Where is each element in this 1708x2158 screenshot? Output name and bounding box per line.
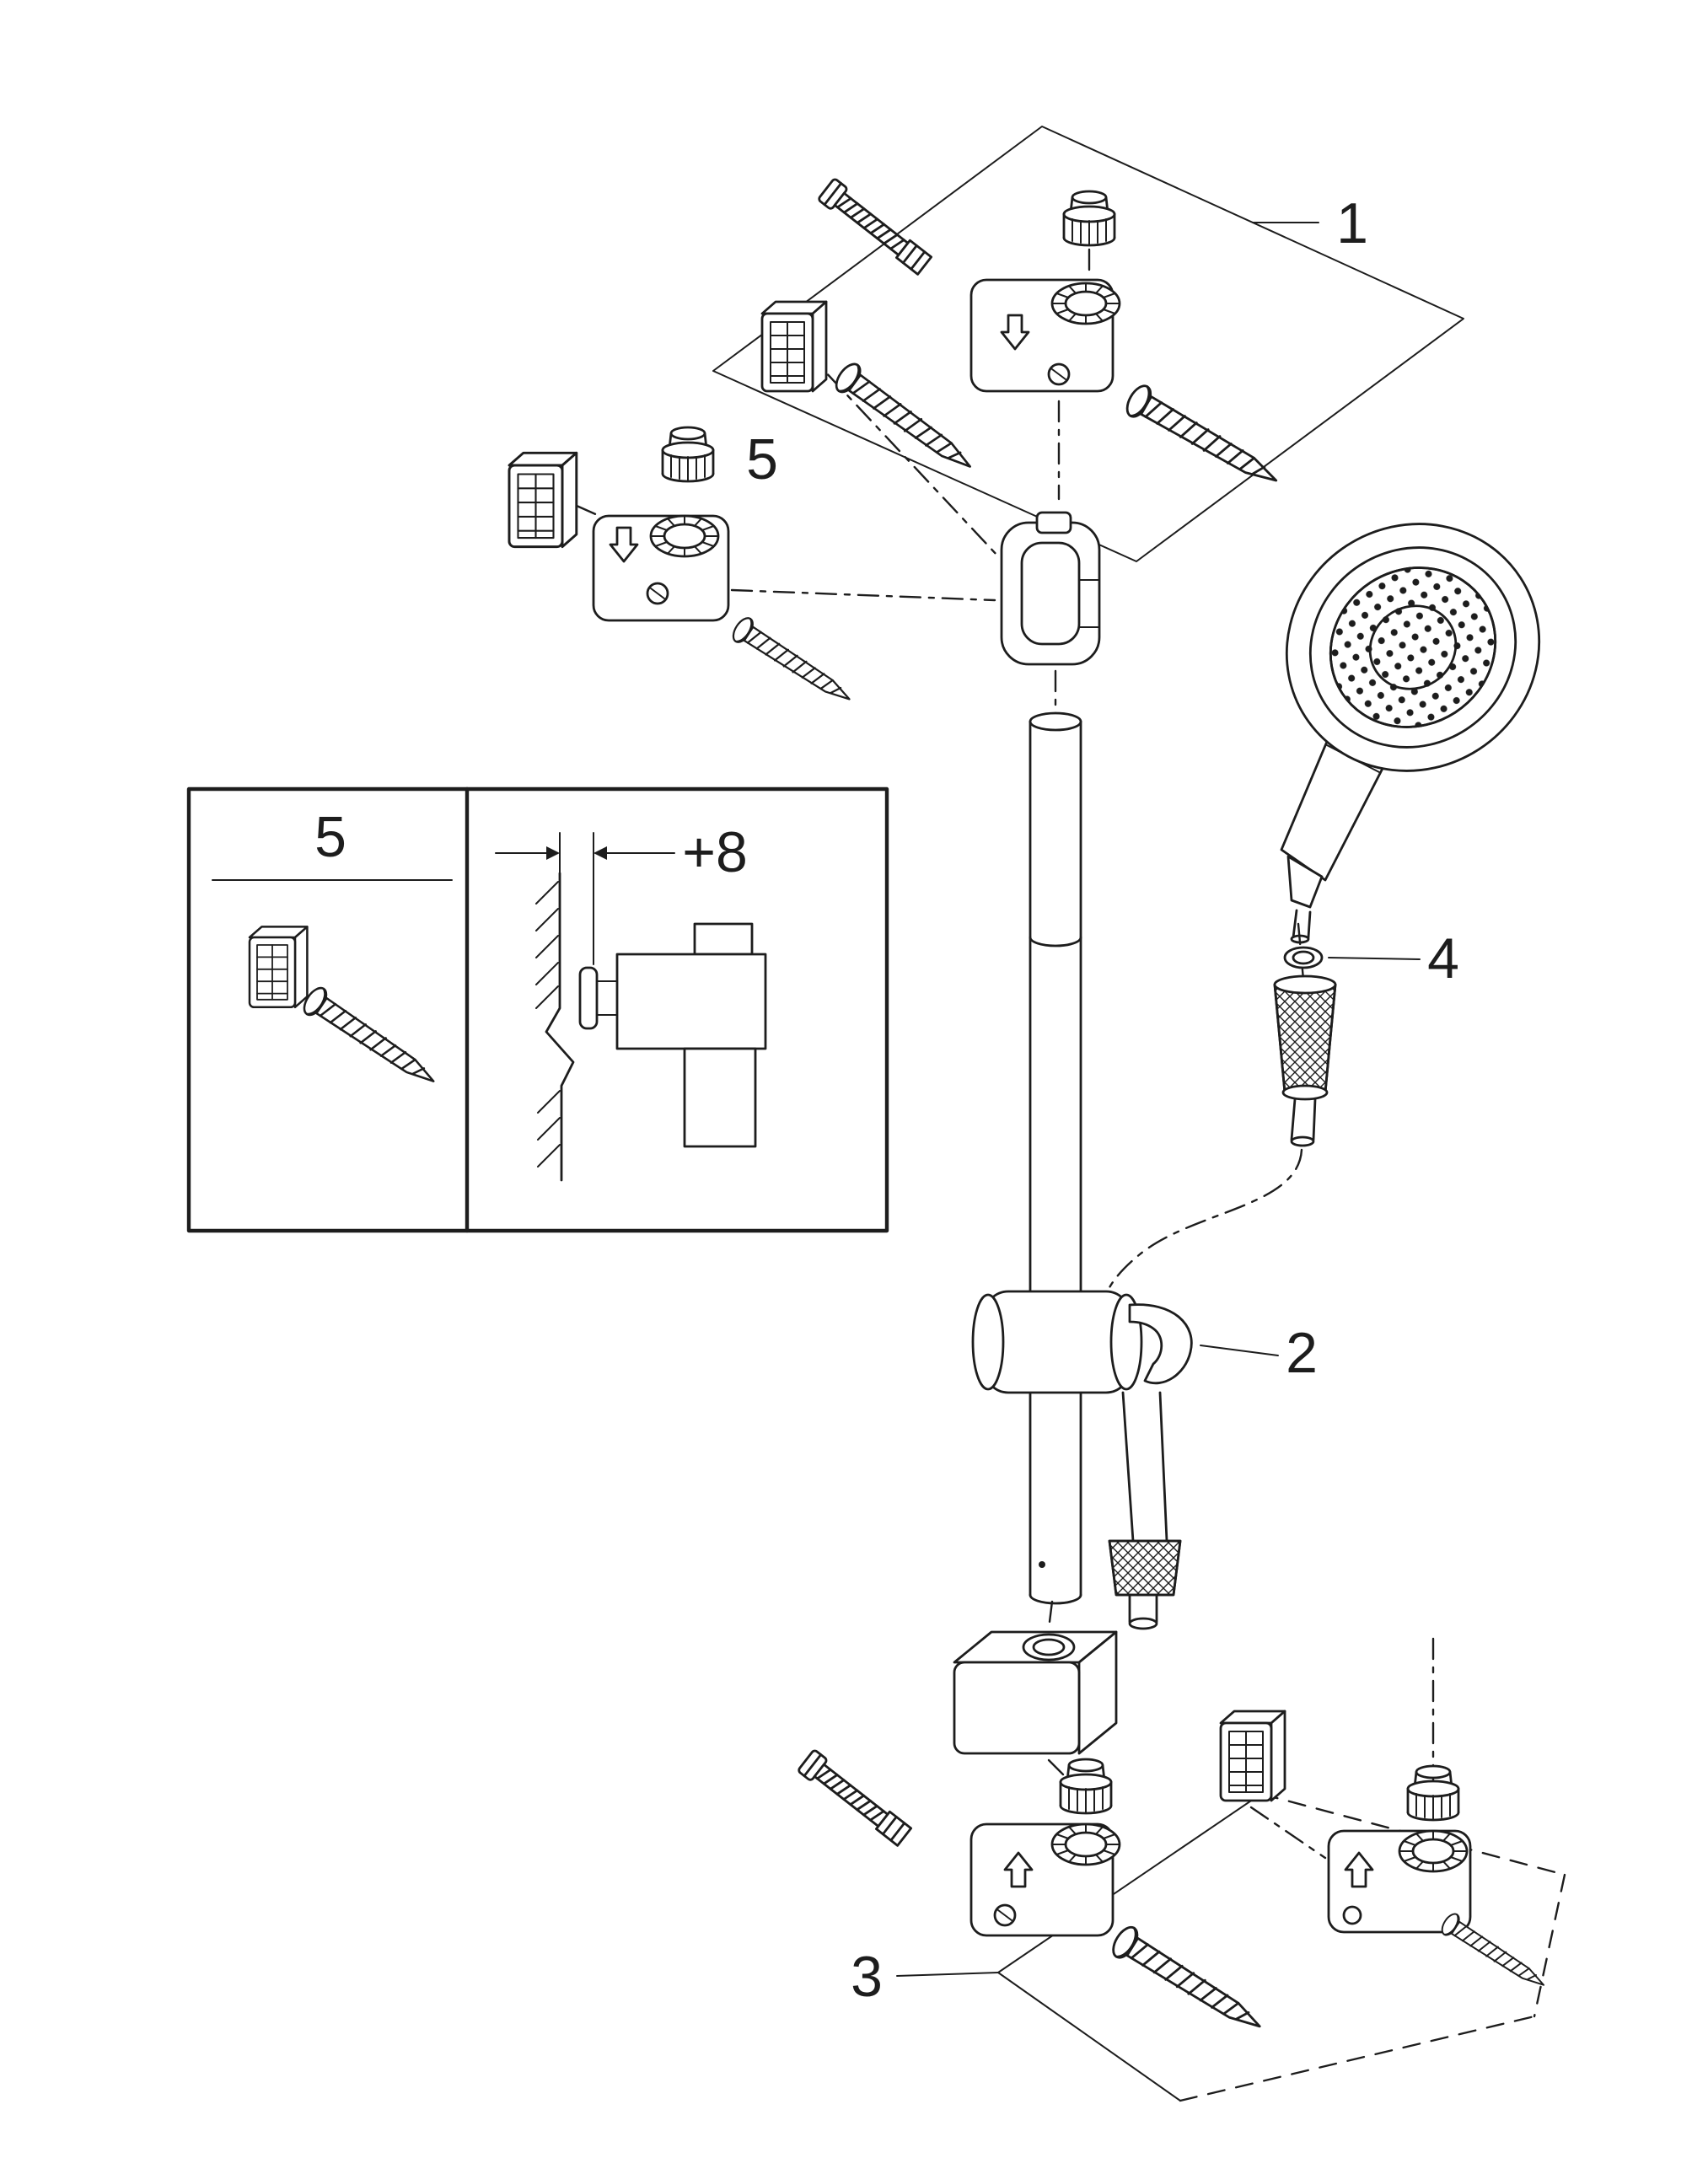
left-bracket-assembly	[508, 426, 996, 711]
upper-bracket-assembly	[816, 176, 1286, 501]
glider-holder	[971, 1290, 1279, 1394]
detail-inset	[186, 786, 889, 1233]
bottom-mounting-plane	[896, 1792, 1566, 2102]
mounting-screw	[1121, 380, 1286, 497]
rail-top-holder	[1000, 511, 1101, 717]
hose-connector	[1102, 974, 1337, 1334]
bracket-cap	[1059, 1758, 1113, 1815]
shower-hose	[1108, 1391, 1182, 1630]
inset-dimension-label: +8	[682, 820, 748, 884]
lower-bracket-assembly	[796, 1747, 1270, 2043]
machine-screw	[796, 1747, 914, 1849]
wall-plug	[248, 926, 309, 1009]
hand-shower	[1280, 523, 1541, 944]
upper-wall-plug-set	[760, 300, 1000, 558]
slide-rail	[1029, 711, 1082, 1605]
top-mounting-plane	[712, 126, 1464, 562]
wall-plug	[508, 451, 578, 549]
bracket-cap	[661, 426, 715, 483]
inset-panel-label: 5	[314, 805, 346, 869]
machine-screw	[816, 176, 934, 278]
callout-5-label: 5	[746, 427, 778, 491]
bracket-socket	[1398, 1829, 1469, 1873]
bracket-cap	[1406, 1764, 1460, 1822]
callout-2-label: 2	[1286, 1321, 1318, 1385]
rail-bottom-holder	[953, 1600, 1118, 1782]
wall-screw	[830, 358, 981, 481]
bracket-cap	[1062, 190, 1116, 247]
callout-4-label: 4	[1427, 926, 1459, 990]
bracket-socket	[649, 514, 720, 558]
mounting-screw	[1437, 1910, 1551, 1996]
mounting-screw	[1107, 1922, 1270, 2043]
wall-plug	[760, 300, 828, 393]
hand-shower-head	[1285, 523, 1541, 772]
lower-right-bracket-assembly	[1219, 1637, 1551, 1996]
callout-3-label: 3	[851, 1945, 883, 2009]
bracket-socket	[1050, 1822, 1121, 1866]
callout-1-label: 1	[1336, 191, 1368, 255]
mounting-screw	[728, 614, 858, 711]
bracket-socket	[1050, 282, 1121, 325]
wall-plug	[1219, 1710, 1286, 1802]
